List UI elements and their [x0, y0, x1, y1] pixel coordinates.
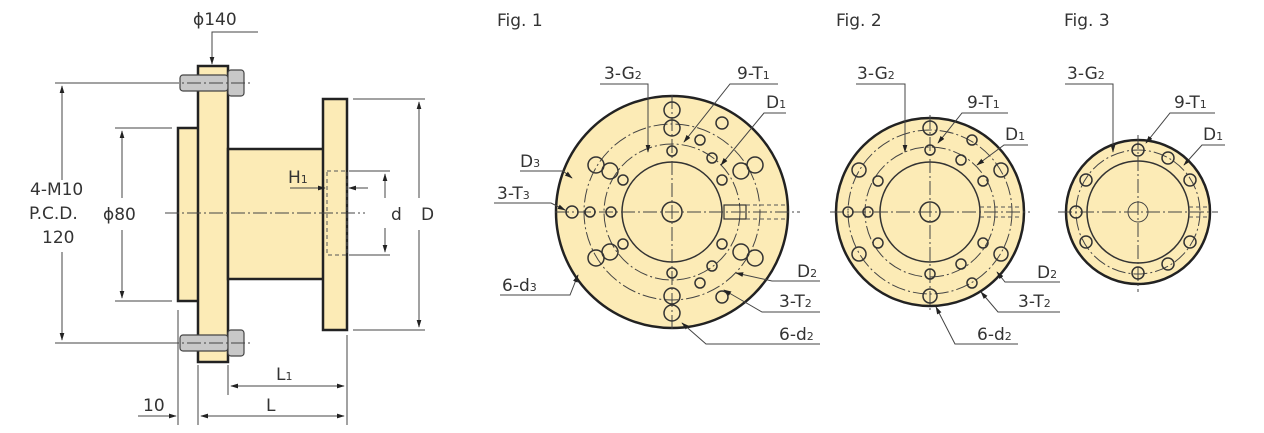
label-D: D: [421, 205, 434, 225]
fig3-label-D1: D1: [1203, 125, 1223, 145]
fig1-label-d2: 6-d2: [779, 325, 814, 345]
label-pcd-value: 120: [42, 228, 74, 248]
fig3-title: Fig. 3: [1064, 11, 1110, 31]
fig1-label-T2: 3-T2: [779, 292, 812, 312]
fig2-label-T1: 9-T1: [967, 93, 1000, 113]
label-L: L: [266, 396, 276, 416]
mounting-flange: [196, 64, 230, 364]
fig1-title: Fig. 1: [497, 11, 543, 31]
fig3-label-G2: 3-G2: [1067, 64, 1105, 84]
label-L1: L1: [276, 365, 292, 385]
fig1-label-D3: D3: [520, 152, 540, 172]
side-view: ϕ140 4-M10 P.C.D. 120 ϕ80 H1 d D: [29, 10, 434, 425]
boss: [176, 126, 202, 303]
fig2-label-G2: 3-G2: [857, 64, 895, 84]
fig2-label-D1: D1: [1005, 125, 1025, 145]
fig2-title: Fig. 2: [836, 11, 882, 31]
label-10: 10: [143, 396, 165, 416]
fig1-label-T1: 9-T1: [737, 64, 770, 84]
fig2-label-T2: 3-T2: [1018, 292, 1051, 312]
fig1-label-D1: D1: [766, 93, 786, 113]
label-pcd: P.C.D.: [29, 204, 78, 224]
label-d: d: [391, 205, 402, 225]
figure-2: Fig. 2 3-G2 9-T1 D1 D2 3-T2 6-d2: [830, 11, 1060, 345]
fig2-label-D2: D2: [1037, 263, 1057, 283]
fig2-label-d2: 6-d2: [977, 325, 1012, 345]
fig1-label-G2: 3-G2: [604, 64, 642, 84]
label-H1: H1: [288, 168, 308, 188]
label-bolts: 4-M10: [30, 180, 83, 200]
bore-hidden-line: [326, 170, 348, 256]
figure-3: Fig. 3 3-G2 9-T1 D1: [1058, 11, 1225, 292]
fig1-label-D2: D2: [797, 262, 817, 282]
fig1-label-d3: 6-d3: [502, 276, 537, 296]
figure-1: Fig. 1 3-G2 9-T1 D1: [494, 11, 820, 345]
fig3-label-T1: 9-T1: [1174, 93, 1207, 113]
body: [226, 147, 326, 281]
fig1-label-T3: 3-T3: [497, 184, 530, 204]
label-phi140: ϕ140: [193, 10, 237, 30]
label-phi80: ϕ80: [103, 205, 136, 225]
